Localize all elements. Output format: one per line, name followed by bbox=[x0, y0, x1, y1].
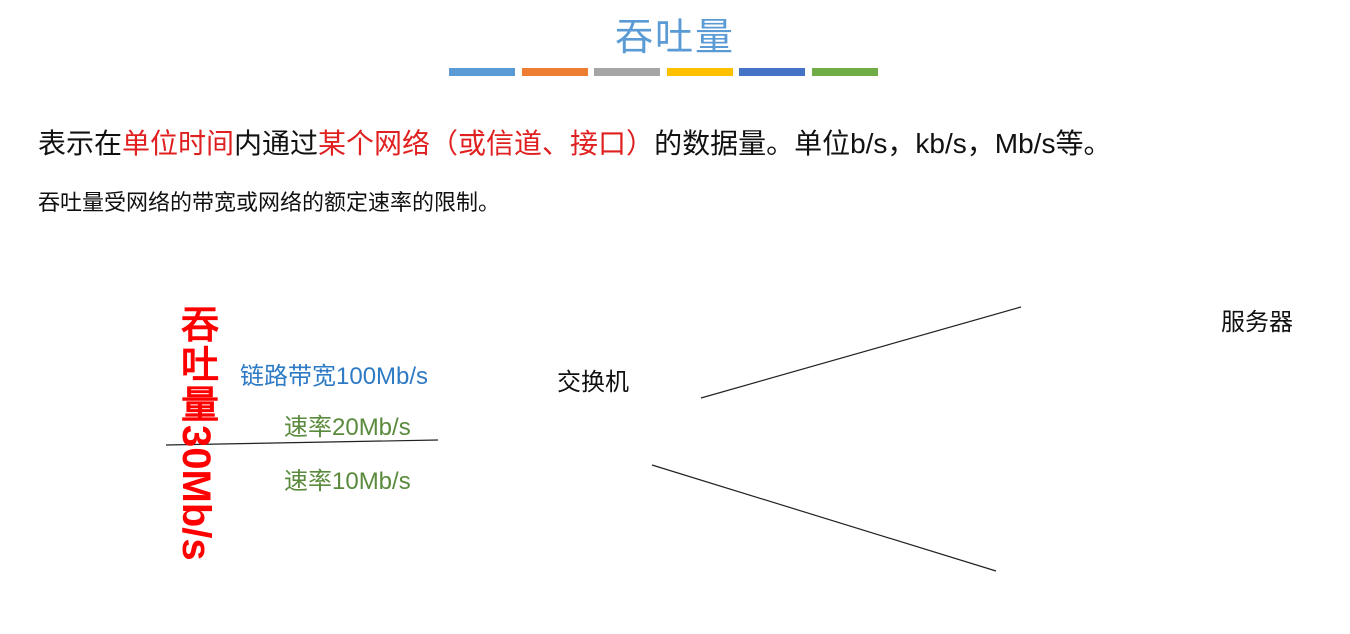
throughput-measure-line bbox=[165, 439, 439, 446]
switch-label: 交换机 bbox=[557, 368, 629, 396]
page-title: 吞吐量 bbox=[614, 15, 735, 59]
link-switch-server bbox=[700, 306, 1022, 399]
rate-10-label: 速率10Mb/s bbox=[284, 468, 411, 495]
limitation-text: 吞吐量受网络的带宽或网络的额定速率的限制。 bbox=[38, 191, 501, 216]
definition-units: b/s，kb/s，Mb/s bbox=[850, 128, 1056, 159]
throughput-char-2: 吐 bbox=[180, 342, 219, 387]
title-color-bar bbox=[666, 68, 733, 76]
definition-part3: 内通过 bbox=[234, 127, 319, 160]
definition-text: 表示在单位时间内通过某个网络（或信道、接口）的数据量。单位b/s，kb/s，Mb… bbox=[38, 122, 1111, 162]
title-color-bar bbox=[449, 68, 515, 76]
throughput-vertical-label: 吞 吐 量 30Mb/s bbox=[174, 302, 224, 561]
rate-20-label: 速率20Mb/s bbox=[284, 414, 411, 441]
definition-part7: 等。 bbox=[1055, 127, 1112, 160]
definition-unit-time: 单位时间 bbox=[122, 127, 235, 160]
title-color-bar bbox=[521, 68, 588, 76]
title-color-bar bbox=[811, 68, 878, 76]
definition-part5: 的数据量。单位 bbox=[654, 127, 851, 160]
bandwidth-label: 链路带宽100Mb/s bbox=[240, 363, 429, 390]
throughput-char-1: 吞 bbox=[180, 302, 219, 347]
title-color-bar bbox=[739, 68, 805, 76]
throughput-value: 30Mb/s bbox=[174, 425, 218, 561]
definition-part1: 表示在 bbox=[38, 127, 123, 160]
throughput-char-3: 量 bbox=[180, 382, 219, 427]
definition-network: 某个网络（或信道、接口） bbox=[318, 127, 655, 160]
link-switch-lower bbox=[651, 464, 997, 572]
server-label: 服务器 bbox=[1221, 308, 1293, 336]
title-color-bar bbox=[594, 68, 660, 76]
